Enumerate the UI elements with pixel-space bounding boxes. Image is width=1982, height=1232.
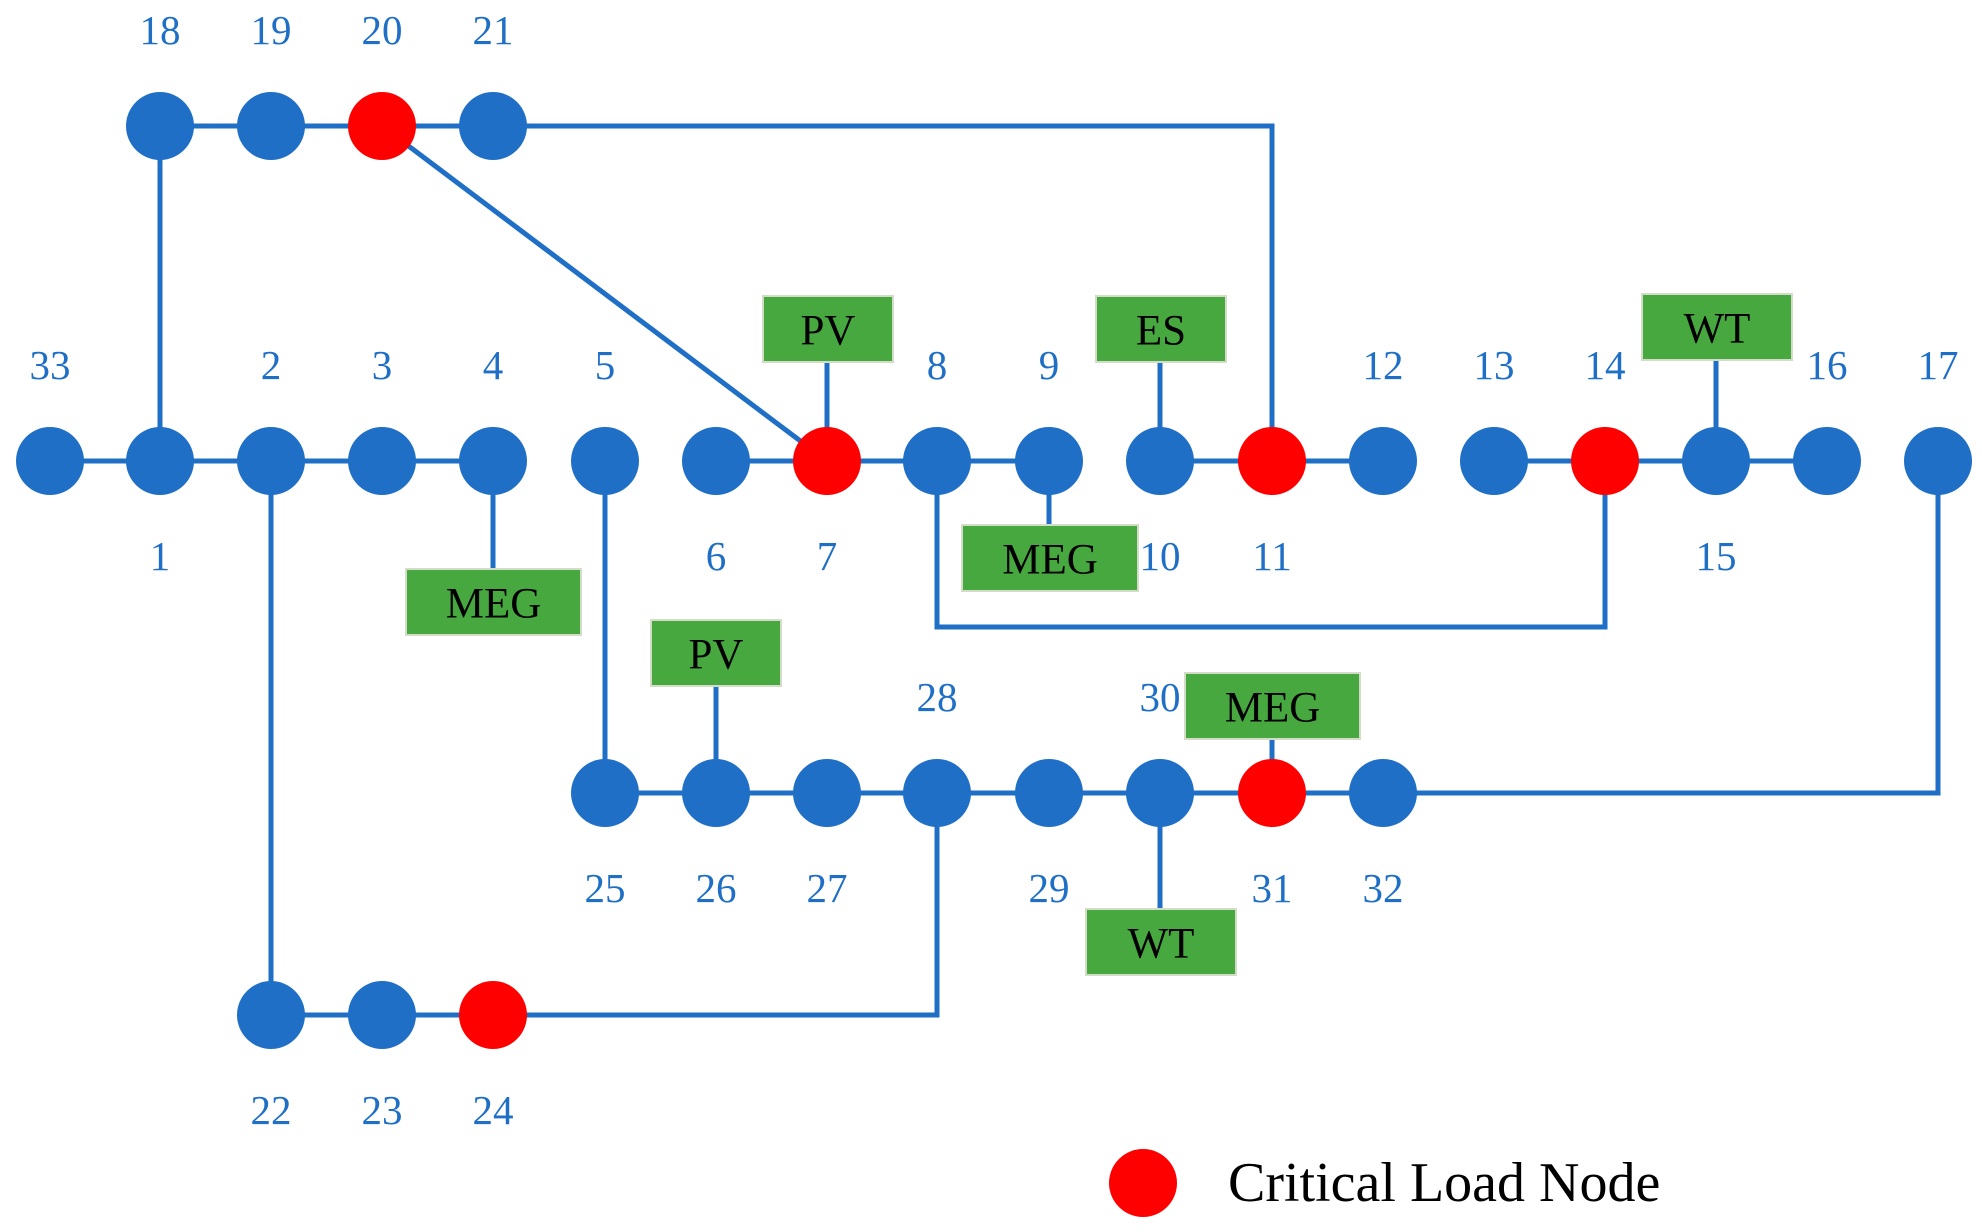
node-4	[459, 427, 527, 495]
node-18	[126, 92, 194, 160]
node-22	[237, 981, 305, 1049]
der-label: ES	[1136, 308, 1186, 355]
node-30	[1126, 759, 1194, 827]
node-13	[1460, 427, 1528, 495]
node-label-15: 15	[1696, 533, 1737, 579]
der-box	[1085, 908, 1237, 976]
der-label: MEG	[446, 581, 542, 628]
node-23	[348, 981, 416, 1049]
node-label-9: 9	[1039, 342, 1060, 388]
node-26	[682, 759, 750, 827]
der-label: WT	[1684, 306, 1751, 353]
node-17	[1904, 427, 1972, 495]
node-32	[1349, 759, 1417, 827]
node-label-31: 31	[1252, 865, 1293, 911]
node-label-12: 12	[1363, 342, 1404, 388]
node-label-4: 4	[483, 342, 504, 388]
node-5	[571, 427, 639, 495]
node-label-6: 6	[706, 533, 727, 579]
line-24-28	[493, 793, 940, 1018]
node-label-23: 23	[362, 1087, 403, 1133]
node-label-2: 2	[261, 342, 282, 388]
node-label-7: 7	[817, 533, 838, 579]
legend-critical-label: Critical Load Node	[1228, 1152, 1660, 1214]
der-box	[1641, 293, 1793, 361]
node-label-3: 3	[372, 342, 393, 388]
critical-node-7	[793, 427, 861, 495]
node-27	[793, 759, 861, 827]
node-label-32: 32	[1363, 865, 1404, 911]
line-20-7	[380, 124, 829, 463]
der-box	[1184, 672, 1361, 740]
node-9	[1015, 427, 1083, 495]
node-1	[126, 427, 194, 495]
der-box	[961, 524, 1139, 592]
node-label-8: 8	[927, 342, 948, 388]
node-label-14: 14	[1585, 342, 1626, 388]
der-box	[1095, 295, 1227, 363]
node-19	[237, 92, 305, 160]
node-10	[1126, 427, 1194, 495]
node-label-28: 28	[917, 674, 958, 720]
critical-node-20	[348, 92, 416, 160]
bus-nodes	[16, 92, 1972, 1049]
critical-node-24	[459, 981, 527, 1049]
node-label-19: 19	[251, 7, 292, 53]
der-box	[650, 619, 782, 687]
node-label-1: 1	[150, 533, 171, 579]
node-label-18: 18	[140, 7, 181, 53]
critical-node-14	[1571, 427, 1639, 495]
node-label-21: 21	[473, 7, 514, 53]
node-16	[1793, 427, 1861, 495]
legend: Critical Load Node	[1109, 1149, 1660, 1217]
node-12	[1349, 427, 1417, 495]
node-21	[459, 92, 527, 160]
der-label: PV	[801, 308, 856, 355]
node-label-10: 10	[1140, 533, 1181, 579]
node-label-25: 25	[585, 865, 626, 911]
der-label: PV	[689, 632, 744, 679]
node-6	[682, 427, 750, 495]
node-label-20: 20	[362, 7, 403, 53]
node-label-26: 26	[696, 865, 737, 911]
critical-node-31	[1238, 759, 1306, 827]
node-label-11: 11	[1252, 533, 1291, 579]
der-label: WT	[1128, 921, 1195, 968]
line-8-14	[934, 461, 1608, 630]
node-28	[903, 759, 971, 827]
node-label-22: 22	[251, 1087, 292, 1133]
node-3	[348, 427, 416, 495]
line-32-17	[1383, 461, 1941, 796]
der-wt-node-30: WT	[1085, 793, 1237, 976]
node-label-27: 27	[807, 865, 848, 911]
node-33	[16, 427, 84, 495]
der-label: MEG	[1002, 537, 1098, 584]
der-es-node-10: ES	[1095, 295, 1227, 461]
node-label-33: 33	[30, 342, 71, 388]
node-2	[237, 427, 305, 495]
node-label-29: 29	[1029, 865, 1070, 911]
node-15	[1682, 427, 1750, 495]
node-25	[571, 759, 639, 827]
node-label-17: 17	[1918, 342, 1959, 388]
der-pv-node-7: PV	[762, 295, 894, 461]
der-box	[405, 568, 582, 636]
der-meg-node-9: MEG	[961, 461, 1139, 592]
der-meg-node-4: MEG	[405, 461, 582, 636]
line-21-11	[493, 123, 1275, 461]
node-29	[1015, 759, 1083, 827]
node-8	[903, 427, 971, 495]
critical-node-11	[1238, 427, 1306, 495]
critical-load-node-swatch	[1109, 1149, 1177, 1217]
node-label-5: 5	[595, 342, 616, 388]
node-label-16: 16	[1807, 342, 1848, 388]
node-label-24: 24	[473, 1087, 514, 1133]
node-label-13: 13	[1474, 342, 1515, 388]
der-box	[762, 295, 894, 363]
der-label: MEG	[1225, 685, 1321, 732]
der-meg-node-31: MEG	[1184, 672, 1361, 793]
node-label-30: 30	[1140, 674, 1181, 720]
